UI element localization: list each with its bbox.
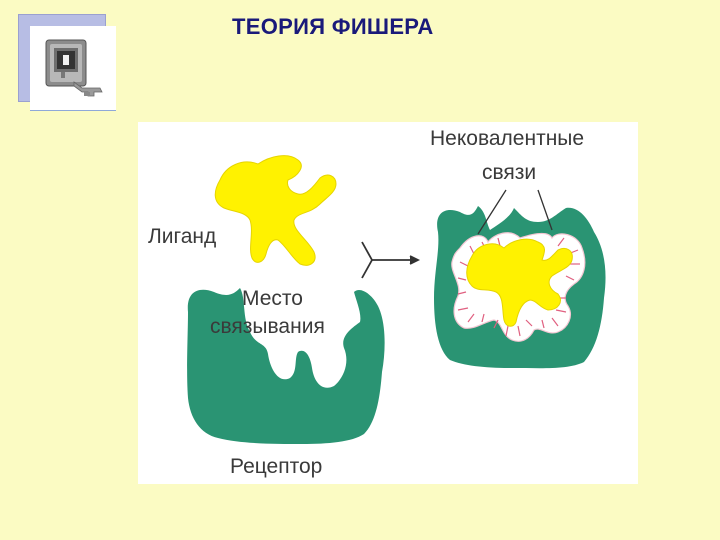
fisher-diagram: Лиганд Место связывания Рецептор Нековал…: [138, 122, 638, 484]
ligand-shape: [214, 155, 337, 266]
bonds-label-line1: Нековалентные: [430, 127, 585, 150]
binding-site-label-line1: Место: [242, 287, 303, 310]
ligand-docked-shape: [466, 238, 573, 327]
arrow: [361, 241, 421, 279]
binding-site-label-line2: связывания: [210, 315, 325, 338]
diagram-graphics: [187, 155, 606, 444]
bonds-label-line2: связи: [482, 161, 537, 184]
ligand-label: Лиганд: [148, 225, 217, 248]
logo-frame: [30, 26, 116, 111]
lock-switch-icon: [45, 39, 103, 97]
receptor-shape: [187, 288, 385, 444]
bond-pointers: [477, 189, 553, 235]
receptor-label: Рецептор: [230, 455, 323, 478]
slide-title: ТЕОРИЯ ФИШЕРА: [232, 14, 434, 39]
